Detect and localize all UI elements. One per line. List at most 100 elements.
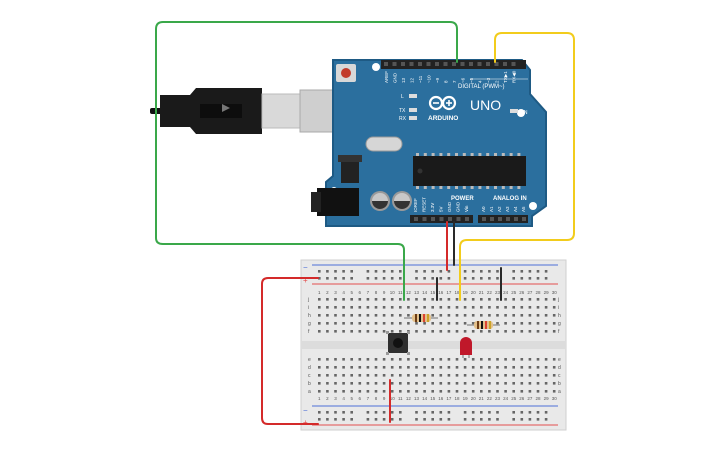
terminal-hole[interactable] [326,322,329,325]
terminal-hole[interactable] [480,314,483,317]
terminal-hole[interactable] [544,374,548,377]
rail-hole[interactable] [374,418,378,421]
terminal-hole[interactable] [423,374,426,377]
terminal-hole[interactable] [399,306,402,309]
terminal-hole[interactable] [552,374,556,377]
rail-hole[interactable] [480,277,483,280]
analog-header-pin[interactable] [490,217,494,221]
terminal-hole[interactable] [366,298,370,301]
rail-hole[interactable] [374,411,378,414]
terminal-hole[interactable] [552,330,556,333]
terminal-hole[interactable] [358,374,362,377]
terminal-hole[interactable] [480,390,483,393]
rail-hole[interactable] [439,270,443,273]
rail-hole[interactable] [382,418,386,421]
terminal-hole[interactable] [536,298,540,301]
power-header-pin[interactable] [414,217,418,221]
terminal-hole[interactable] [334,314,337,317]
terminal-hole[interactable] [447,390,451,393]
terminal-hole[interactable] [407,298,410,301]
rail-hole[interactable] [350,277,353,280]
rail-hole[interactable] [399,418,402,421]
terminal-hole[interactable] [488,358,491,361]
terminal-hole[interactable] [552,358,556,361]
terminal-hole[interactable] [350,382,353,385]
terminal-hole[interactable] [326,390,329,393]
terminal-hole[interactable] [342,314,345,317]
terminal-hole[interactable] [528,306,532,309]
terminal-hole[interactable] [480,298,483,301]
terminal-hole[interactable] [552,382,556,385]
terminal-hole[interactable] [334,366,337,369]
header-pin[interactable] [494,62,499,66]
rail-hole[interactable] [326,418,329,421]
terminal-hole[interactable] [463,314,467,317]
terminal-hole[interactable] [350,314,353,317]
rail-hole[interactable] [342,411,345,414]
terminal-hole[interactable] [455,322,459,325]
terminal-hole[interactable] [488,382,491,385]
terminal-hole[interactable] [520,358,524,361]
terminal-hole[interactable] [504,306,507,309]
terminal-hole[interactable] [471,322,475,325]
rail-hole[interactable] [471,270,475,273]
terminal-hole[interactable] [407,306,410,309]
terminal-hole[interactable] [342,330,345,333]
terminal-hole[interactable] [496,330,499,333]
terminal-hole[interactable] [544,390,548,393]
terminal-hole[interactable] [423,298,426,301]
terminal-hole[interactable] [463,322,467,325]
rail-hole[interactable] [326,277,329,280]
terminal-hole[interactable] [399,374,402,377]
reset-button-icon[interactable] [336,64,356,82]
rail-hole[interactable] [520,277,524,280]
terminal-hole[interactable] [374,358,378,361]
terminal-hole[interactable] [439,358,443,361]
rail-hole[interactable] [528,277,532,280]
terminal-hole[interactable] [455,306,459,309]
terminal-hole[interactable] [463,358,467,361]
terminal-hole[interactable] [488,314,491,317]
header-pin[interactable] [409,62,414,66]
terminal-hole[interactable] [415,374,418,377]
terminal-hole[interactable] [326,374,329,377]
terminal-hole[interactable] [552,322,556,325]
header-pin[interactable] [486,62,490,66]
terminal-hole[interactable] [318,366,321,369]
terminal-hole[interactable] [374,374,378,377]
rail-hole[interactable] [382,277,386,280]
terminal-hole[interactable] [552,306,556,309]
rail-hole[interactable] [447,418,451,421]
terminal-hole[interactable] [415,306,418,309]
terminal-hole[interactable] [334,358,337,361]
terminal-hole[interactable] [536,314,540,317]
terminal-hole[interactable] [423,382,426,385]
terminal-hole[interactable] [431,330,434,333]
rail-hole[interactable] [423,418,426,421]
rail-hole[interactable] [488,270,491,273]
terminal-hole[interactable] [455,314,459,317]
terminal-hole[interactable] [520,382,524,385]
terminal-hole[interactable] [463,390,467,393]
terminal-hole[interactable] [358,298,362,301]
terminal-hole[interactable] [382,298,386,301]
terminal-hole[interactable] [512,382,515,385]
header-pin[interactable] [418,62,422,66]
terminal-hole[interactable] [463,382,467,385]
terminal-hole[interactable] [399,314,402,317]
terminal-hole[interactable] [407,374,410,377]
rail-hole[interactable] [334,277,337,280]
rail-hole[interactable] [480,418,483,421]
terminal-hole[interactable] [463,298,467,301]
terminal-hole[interactable] [407,382,410,385]
terminal-hole[interactable] [520,322,524,325]
terminal-hole[interactable] [334,298,337,301]
terminal-hole[interactable] [536,390,540,393]
terminal-hole[interactable] [496,374,499,377]
terminal-hole[interactable] [463,330,467,333]
terminal-hole[interactable] [415,366,418,369]
terminal-hole[interactable] [431,314,434,317]
terminal-hole[interactable] [318,306,321,309]
terminal-hole[interactable] [439,330,443,333]
terminal-hole[interactable] [423,358,426,361]
